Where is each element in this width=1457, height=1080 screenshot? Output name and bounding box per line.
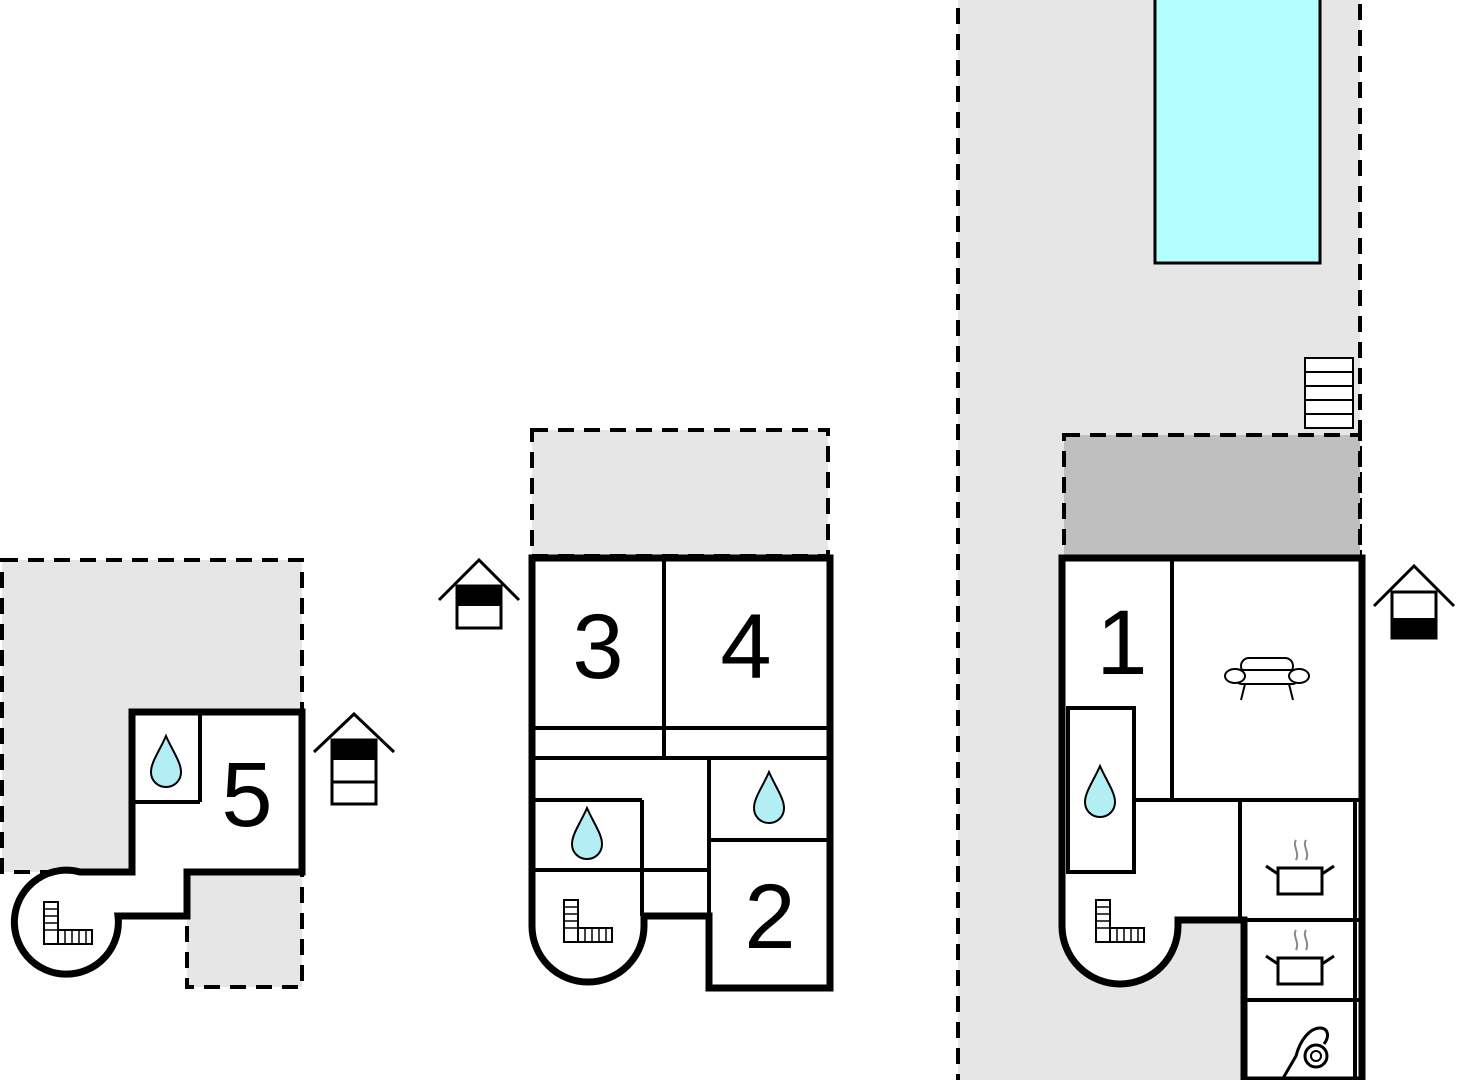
walls-left <box>10 708 306 978</box>
house-floor-icon <box>312 711 396 806</box>
building-left: 5 <box>0 558 396 989</box>
room-number-1: 1 <box>1096 592 1147 694</box>
room-number-3: 3 <box>572 596 623 698</box>
pool <box>1153 0 1322 265</box>
walls-right <box>1058 554 1366 1080</box>
covered-terrace-right <box>1062 433 1362 560</box>
house-floor-icon <box>1372 563 1456 640</box>
house-floor-icon <box>437 557 521 630</box>
terrace-middle <box>530 428 830 558</box>
sofa-icon <box>1224 657 1310 701</box>
room-number-5: 5 <box>221 744 272 846</box>
walls-middle <box>528 554 834 992</box>
room-number-2: 2 <box>744 866 795 968</box>
building-middle: 3 4 2 <box>437 428 834 992</box>
terrace-left-bottom <box>185 870 304 989</box>
pool-ladder-icon <box>1304 357 1354 429</box>
room-number-4: 4 <box>720 596 771 698</box>
building-right: 1 <box>956 0 1456 1080</box>
washing-machine-icon <box>1280 1026 1329 1080</box>
